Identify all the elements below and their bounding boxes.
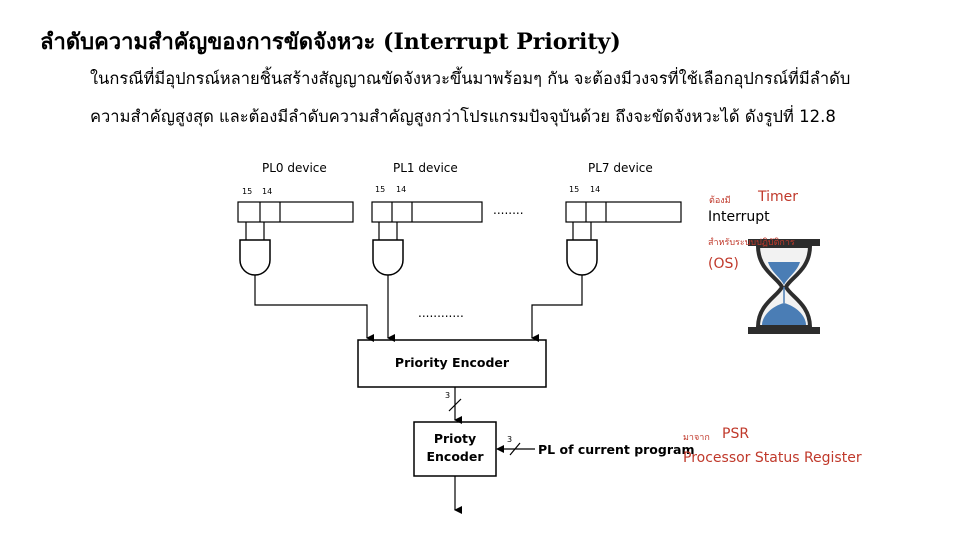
current-pl-label: PL of current program — [538, 442, 694, 457]
bit-hi-label: 15 — [569, 185, 579, 194]
bus-slash — [448, 398, 462, 412]
device-register — [565, 201, 682, 223]
device-pl7: PL7 device 15 14 — [531, 161, 682, 342]
psr-note-prefix: มาจาก — [683, 433, 710, 443]
device-pl1: PL1 device 15 14 — [371, 161, 483, 342]
psr-note-line2: Processor Status Register — [683, 450, 862, 466]
timer-note-prefix: ต้องมี — [709, 196, 731, 206]
bit-lo-label: 14 — [590, 185, 600, 194]
bit-lo-label: 14 — [262, 187, 272, 196]
paragraph-line-2: ความสำคัญสูงสุด และต้องมีลำดับความสำคัญส… — [90, 107, 836, 126]
priority-encoder-label: Priority Encoder — [395, 355, 510, 370]
device-pl0: PL0 device 15 14 — [237, 161, 374, 342]
and-gate-icon — [372, 239, 404, 276]
device-register — [237, 201, 354, 223]
device-label: PL0 device — [262, 161, 327, 175]
bus-width-label: 3 — [445, 391, 450, 400]
timer-note-line1: Timer — [758, 189, 799, 205]
timer-note-line3: สำหรับระบบปฏิบัติการ — [708, 238, 795, 248]
priority-encoder-box — [357, 339, 547, 388]
hourglass-icon — [748, 239, 820, 334]
bus-width-label: 3 — [507, 435, 512, 444]
bit-lo-label: 14 — [396, 185, 406, 194]
prioty-encoder-label-line1: Prioty — [434, 431, 476, 446]
prioty-encoder-label-line2: Encoder — [426, 449, 484, 464]
timer-note-line4: (OS) — [708, 256, 739, 272]
device-label: PL1 device — [393, 161, 458, 175]
ellipsis-top: ........ — [493, 203, 524, 217]
and-gate-icon — [239, 239, 271, 276]
bit-hi-label: 15 — [242, 187, 252, 196]
bit-hi-label: 15 — [375, 185, 385, 194]
and-gate-icon — [566, 239, 598, 276]
timer-note-line2: Interrupt — [708, 209, 770, 225]
paragraph-line-1: ในกรณีที่มีอุปกรณ์หลายชิ้นสร้างสัญญาณขัด… — [90, 69, 851, 88]
ellipsis-mid: ............ — [418, 306, 464, 320]
psr-note-line1: PSR — [722, 426, 750, 442]
device-register — [371, 201, 483, 223]
slide-title: ลำดับความสำคัญของการขัดจังหวะ (Interrupt… — [40, 29, 621, 55]
device-label: PL7 device — [588, 161, 653, 175]
bus-slash — [509, 442, 521, 456]
